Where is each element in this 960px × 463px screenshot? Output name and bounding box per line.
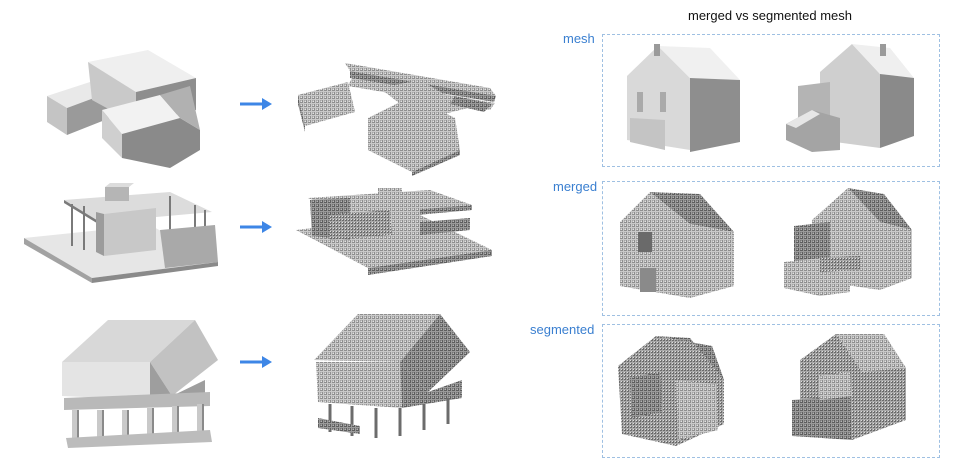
mesh-house-1	[47, 50, 200, 168]
row-label-segmented: segmented	[530, 322, 595, 337]
row-label-mesh: mesh	[563, 31, 595, 46]
voxel-house-1	[298, 63, 496, 176]
mesh-house-2	[24, 183, 218, 283]
arrow-1	[240, 98, 272, 110]
merged-thumbnail-1	[620, 192, 734, 298]
segmented-panel	[602, 324, 940, 458]
segmented-thumbnail-1	[618, 336, 724, 446]
row-label-merged: merged	[553, 179, 598, 194]
voxel-house-3	[314, 314, 470, 438]
segmented-thumbnail-2	[792, 334, 906, 440]
merged-panel	[602, 181, 940, 316]
mesh-panel	[602, 34, 940, 167]
mesh-thumbnail-2	[786, 44, 914, 152]
arrow-2	[240, 221, 272, 233]
voxel-house-2	[296, 188, 492, 275]
mesh-thumbnail-1	[627, 44, 740, 152]
arrow-3	[240, 356, 272, 368]
merged-thumbnail-2	[784, 188, 912, 296]
mesh-house-3	[62, 320, 218, 448]
figure-title: merged vs segmented mesh	[687, 8, 853, 23]
